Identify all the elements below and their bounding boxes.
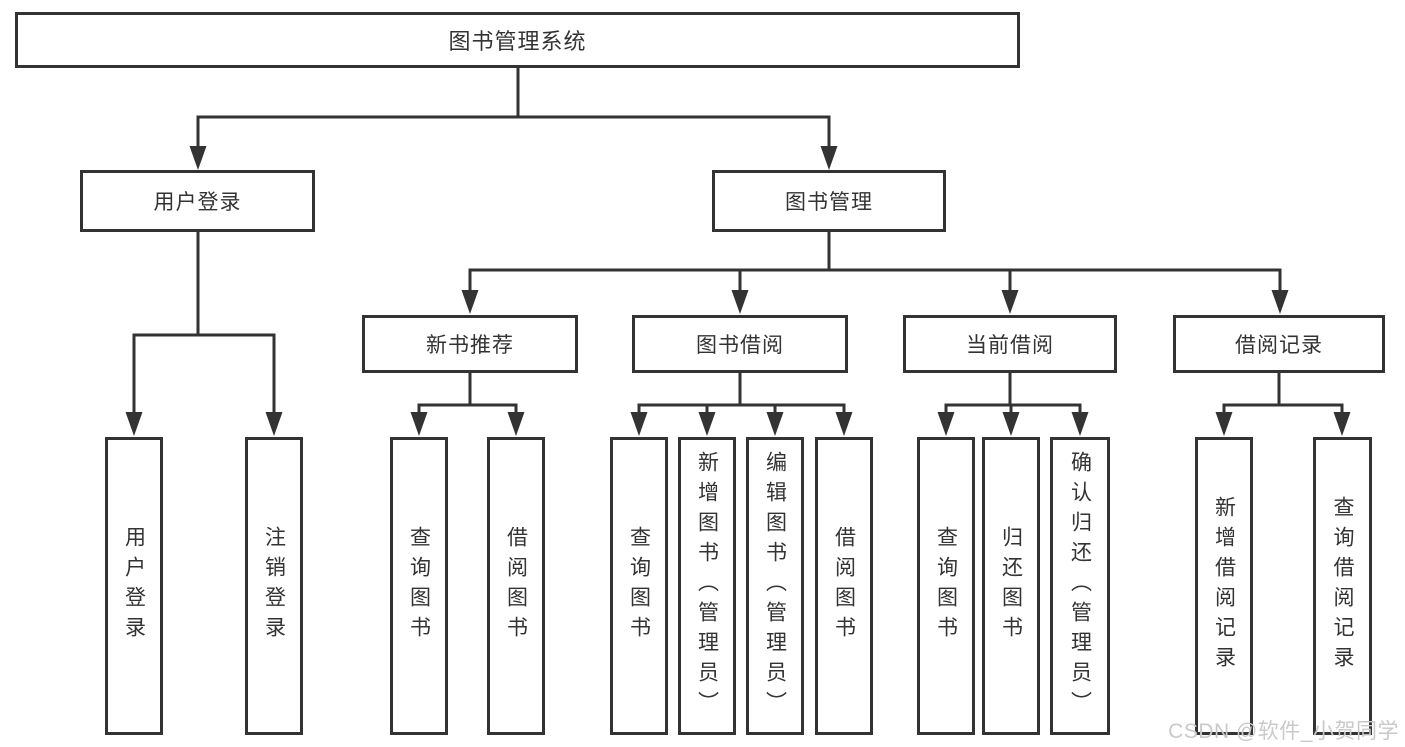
node-label: 图书管理系统 [448, 29, 587, 54]
leaf-query-books-borrowing: 查询图书 [610, 437, 668, 735]
leaf-add-book-admin: 新增图书（管理员） [678, 437, 736, 735]
node-label: 图书借阅 [696, 334, 784, 357]
node-label: 查询借阅记录 [1331, 496, 1355, 676]
leaf-confirm-return-admin: 确认归还（管理员） [1050, 437, 1110, 735]
leaf-query-books-current: 查询图书 [917, 437, 975, 735]
node-current-borrowing: 当前借阅 [903, 315, 1117, 373]
leaf-borrow-books-recommend: 借阅图书 [487, 437, 545, 735]
node-label: 编辑图书（管理员） [763, 451, 787, 721]
node-label: 新增图书（管理员） [695, 451, 719, 721]
node-label: 借阅图书 [504, 526, 528, 646]
leaf-edit-book-admin: 编辑图书（管理员） [746, 437, 804, 735]
node-label: 查询图书 [407, 526, 431, 646]
leaf-logout: 注销登录 [245, 437, 303, 735]
node-borrowing-records: 借阅记录 [1173, 315, 1385, 373]
node-label: 查询图书 [627, 526, 651, 646]
node-label: 当前借阅 [966, 334, 1054, 357]
csdn-watermark: CSDN @软件_小贺同学 [1168, 720, 1399, 743]
leaf-add-borrow-record: 新增借阅记录 [1195, 437, 1253, 735]
leaf-return-book: 归还图书 [982, 437, 1040, 735]
node-user-login: 用户登录 [80, 170, 315, 232]
leaf-user-login: 用户登录 [105, 437, 163, 735]
node-label: 图书管理 [785, 191, 873, 214]
node-label: 借阅记录 [1235, 334, 1323, 357]
node-label: 用户登录 [153, 191, 242, 214]
node-label: 注销登录 [262, 526, 286, 646]
node-label: 确认归还（管理员） [1068, 451, 1092, 721]
leaf-borrow-books-borrowing: 借阅图书 [815, 437, 873, 735]
node-label: 用户登录 [122, 526, 146, 646]
node-label: 查询图书 [934, 526, 958, 646]
node-label: 借阅图书 [832, 526, 856, 646]
node-library-management-system: 图书管理系统 [15, 12, 1020, 68]
node-label: 归还图书 [999, 526, 1023, 646]
node-book-management: 图书管理 [712, 170, 946, 232]
node-book-borrowing: 图书借阅 [632, 315, 848, 373]
node-label: 新书推荐 [426, 334, 514, 357]
leaf-query-books-recommend: 查询图书 [390, 437, 448, 735]
node-new-book-recommendation: 新书推荐 [362, 315, 578, 373]
node-label: 新增借阅记录 [1212, 496, 1236, 676]
leaf-query-borrow-record: 查询借阅记录 [1313, 437, 1372, 735]
